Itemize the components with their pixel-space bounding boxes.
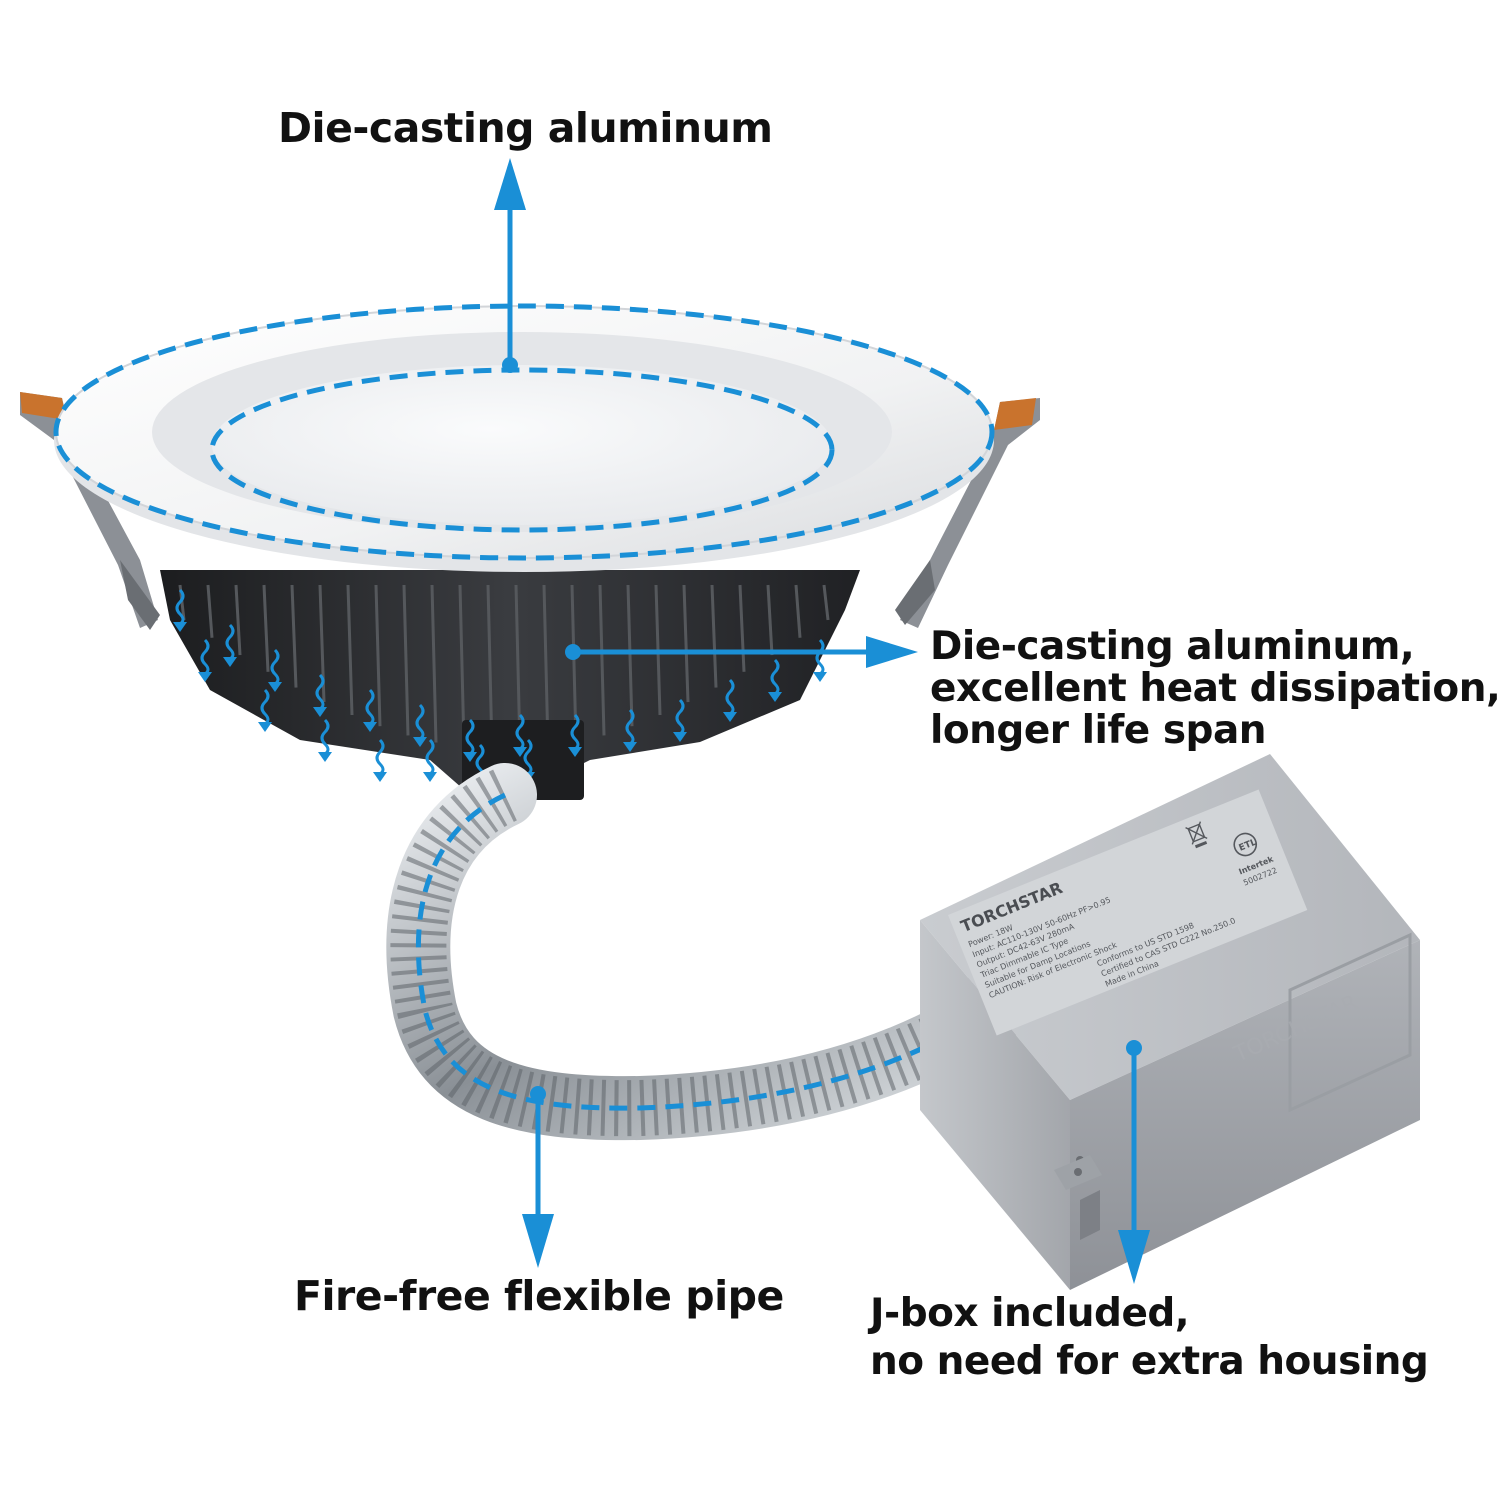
heat-flow-arrow-icon (363, 688, 377, 732)
spring-clip-right (895, 398, 1040, 628)
heat-sink-fin (598, 584, 606, 736)
heat-flow-arrow-icon (173, 588, 187, 632)
heat-flow-arrow-icon (318, 718, 332, 762)
callout-arrows (494, 158, 1150, 1284)
callout-line: J-box included, (870, 1291, 1190, 1336)
heat-flow-arrow-icon (768, 658, 782, 702)
heat-flow-arrow-icon (568, 713, 582, 757)
arrow-up-icon (494, 158, 526, 373)
heat-flow-arrow-icon (423, 738, 437, 782)
arrow-down-icon (1118, 1040, 1150, 1284)
heat-sink-fin (346, 584, 354, 716)
callout-line: longer life span (930, 708, 1267, 754)
heat-flow-arrow-icon (268, 648, 282, 692)
heat-sink-fin (402, 584, 410, 736)
heat-sink-fin (430, 584, 438, 743)
heat-flow-arrow-icon (198, 638, 212, 682)
heat-flow-arrow-icon (513, 713, 527, 757)
heat-sink-fin (682, 584, 690, 703)
heat-flow-arrow-icon (723, 678, 737, 722)
heat-flow-arrow-icon (673, 698, 687, 742)
heat-sink-fin (626, 584, 634, 727)
callout-pipe-label: Fire-free flexible pipe (294, 1272, 784, 1320)
led-lens (212, 365, 832, 525)
callout-line: no need for extra housing (870, 1338, 1429, 1384)
heat-flow-arrow-icon (463, 718, 477, 762)
heat-flow-arrow-icon (313, 673, 327, 717)
heat-flow-arrow-icon (813, 638, 827, 682)
heat-sink-fin (206, 584, 214, 638)
heat-sink-fin (234, 584, 242, 656)
heat-sink-fin (290, 584, 298, 688)
heat-sink-fin (262, 584, 270, 672)
callout-jbox-label: J-box included, no need for extra housin… (870, 1290, 1429, 1385)
heat-flow-arrow-icon (223, 623, 237, 667)
downlight-trim (53, 303, 995, 572)
heat-flow-arrows (173, 588, 827, 787)
callout-line: Die-casting aluminum, (930, 624, 1415, 669)
arrow-right-icon (565, 636, 918, 668)
callout-heat-sink-label: Die-casting aluminum, excellent heat dis… (930, 624, 1500, 754)
heat-sink-fin (766, 584, 774, 656)
heat-sink-fin (794, 584, 802, 638)
heat-flow-arrow-icon (413, 703, 427, 747)
heat-flow-arrow-icon (623, 708, 637, 752)
heat-flow-arrow-icon (373, 738, 387, 782)
heat-sink-fin (458, 584, 466, 748)
heat-sink-fin (738, 584, 746, 672)
callout-top-label: Die-casting aluminum (278, 104, 773, 152)
heat-flow-arrow-icon (258, 688, 272, 732)
callout-line: excellent heat dissipation, (930, 666, 1500, 712)
heat-sink-fin (710, 584, 718, 688)
weee-bin-icon (1185, 821, 1208, 849)
heat-sink-fin (822, 584, 830, 621)
spring-clip-left (20, 392, 160, 630)
arrow-down-icon (522, 1086, 554, 1268)
heat-sink-fin (374, 584, 382, 727)
